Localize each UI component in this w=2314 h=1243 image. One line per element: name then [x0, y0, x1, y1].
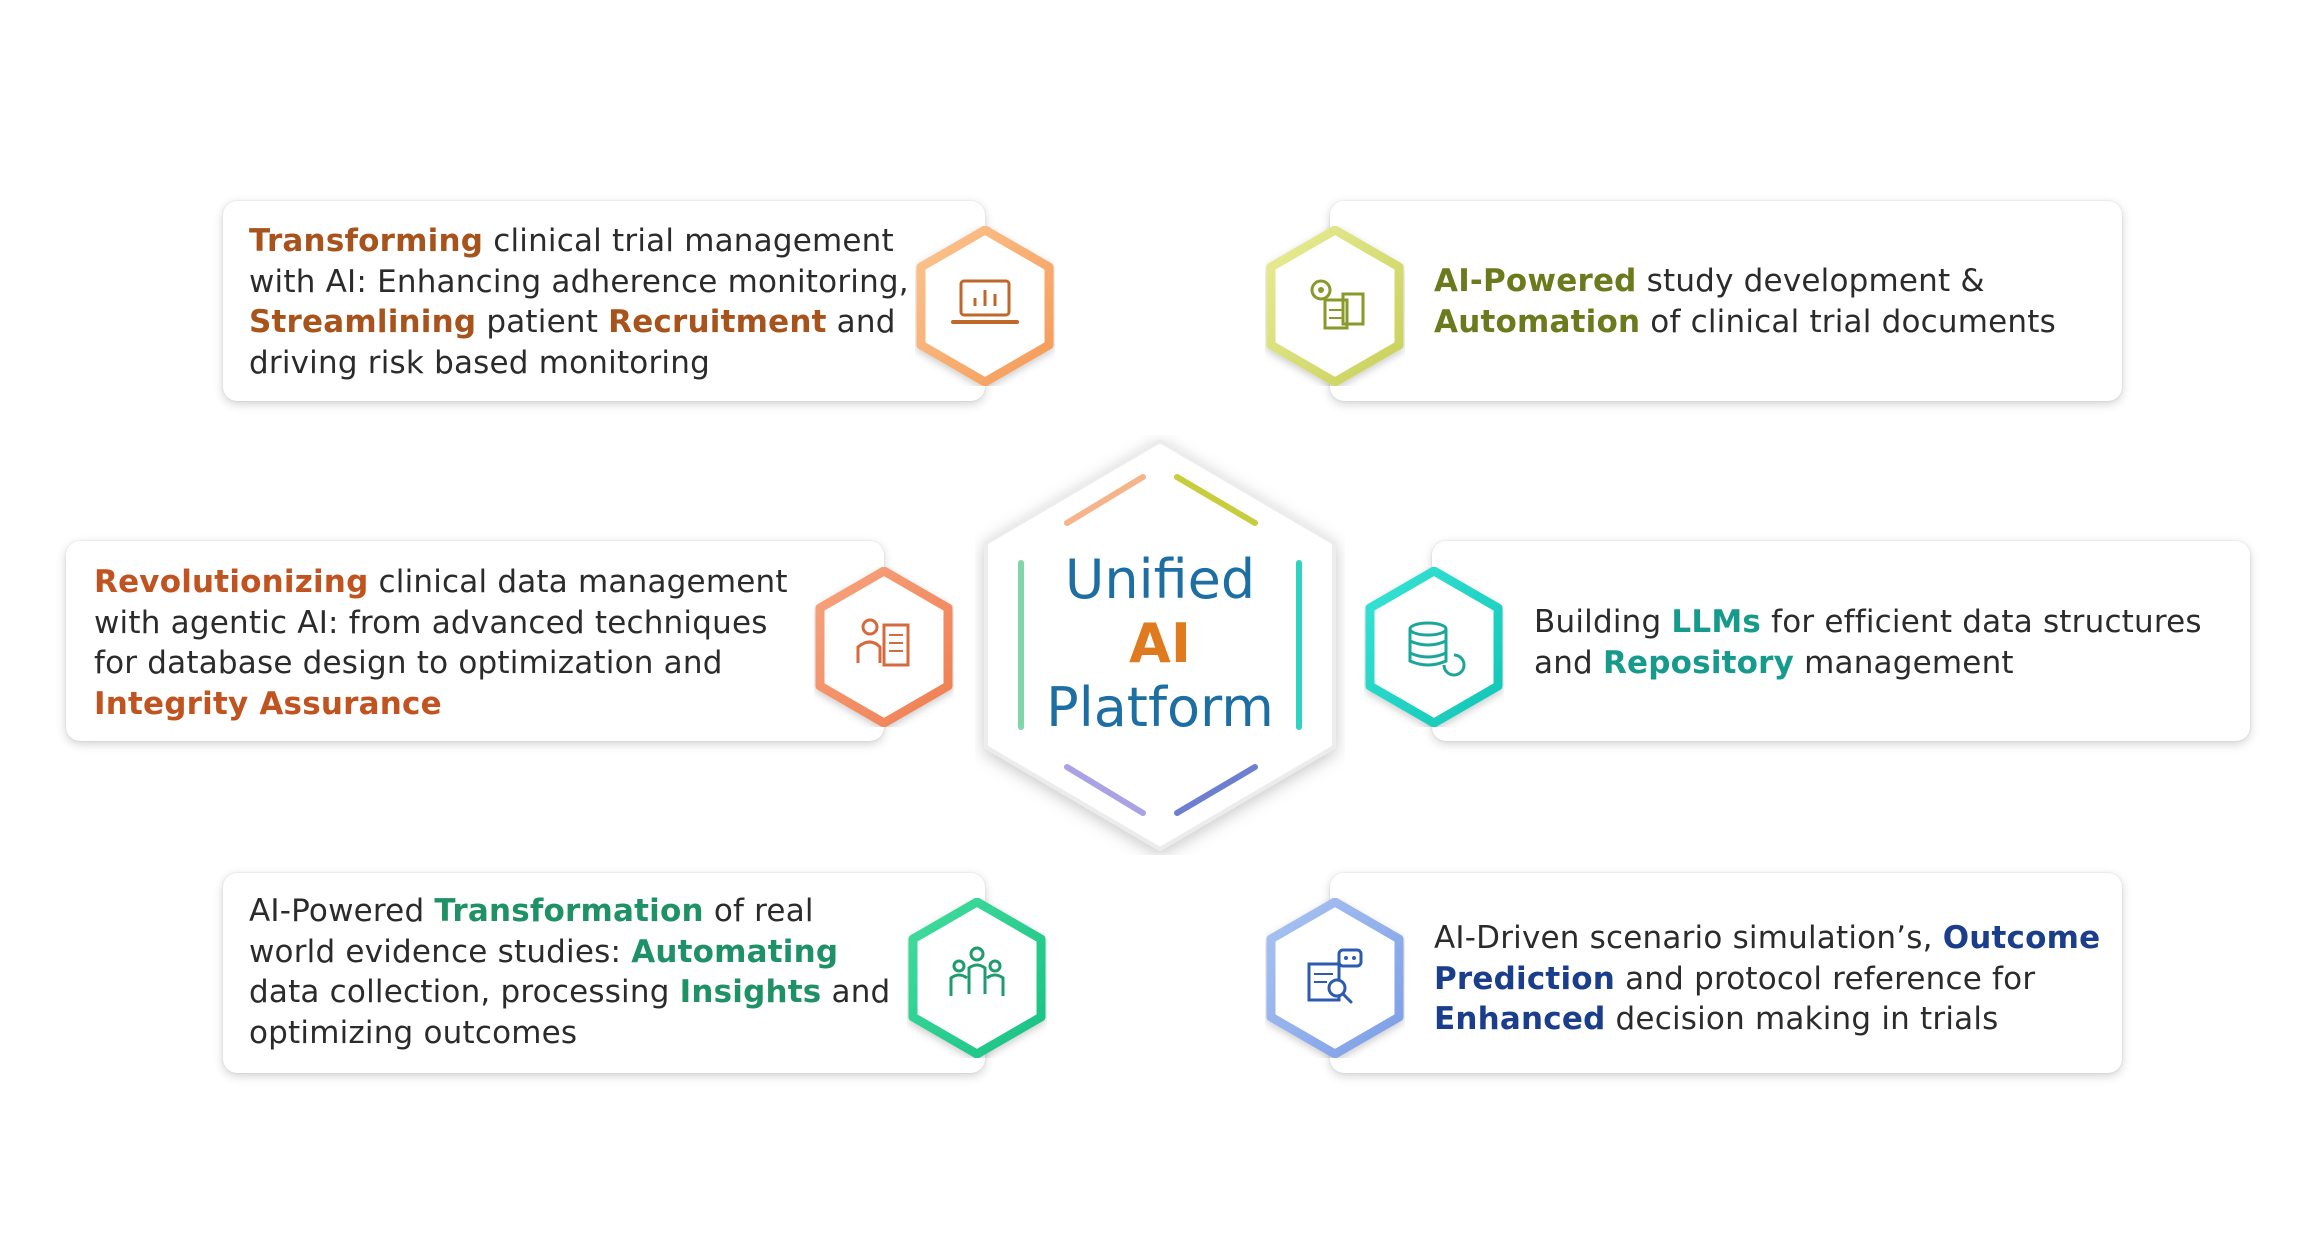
card-middle-right-text: Building LLMs for efficient data structu… — [1534, 602, 2234, 683]
laptop-chart-icon — [915, 226, 1055, 386]
body-text: study development & — [1636, 263, 1985, 299]
body-text: of real world evidence studies: — [249, 893, 814, 970]
card-bottom-left: AI-Powered Transformation of real world … — [223, 873, 985, 1073]
people-group-icon — [907, 898, 1047, 1058]
body-text: clinical data management with agentic AI… — [94, 564, 788, 681]
body-text: and optimizing outcomes — [249, 974, 891, 1051]
body-text: management — [1794, 644, 2014, 681]
person-checklist-icon — [814, 567, 954, 727]
highlight-term: Enhanced — [1434, 1001, 1606, 1037]
body-text: for efficient data structures and — [1534, 604, 2202, 681]
highlight-term: Recruitment — [608, 304, 827, 340]
body-text: patient — [476, 304, 609, 340]
card-top-right-text: AI-Powered study development & Automatio… — [1434, 261, 2114, 342]
center-title-line2: AI — [1129, 612, 1191, 675]
card-middle-left-text: Revolutionizing clinical data management… — [94, 562, 814, 724]
highlight-term: Integrity Assurance — [94, 685, 442, 722]
highlight-term: Revolutionizing — [94, 564, 369, 600]
database-refresh-icon — [1364, 567, 1504, 727]
highlight-term: LLMs — [1671, 604, 1762, 640]
highlight-term: Automation — [1434, 303, 1641, 340]
highlight-term: Insights — [679, 974, 822, 1010]
highlight-term: Automating — [631, 933, 839, 970]
card-bottom-left-text: AI-Powered Transformation of real world … — [249, 891, 909, 1053]
highlight-term: AI-Powered — [1434, 263, 1637, 299]
body-text: data collection, processing — [249, 974, 680, 1010]
center-title-line3: Platform — [1046, 676, 1274, 739]
body-text: Building — [1534, 604, 1672, 640]
center-title-line1: Unified — [1064, 548, 1256, 611]
body-text: of clinical trial documents — [1640, 303, 2056, 340]
highlight-term: Repository — [1602, 644, 1795, 681]
card-top-right: AI-Powered study development & Automatio… — [1330, 201, 2122, 401]
highlight-term: Transformation — [434, 893, 704, 929]
highlight-term: Streamlining — [249, 304, 477, 340]
card-middle-right: Building LLMs for efficient data structu… — [1432, 541, 2250, 741]
body-text: and driving risk based monitoring — [249, 304, 896, 381]
central-hexagon: Unified AI Platform — [975, 435, 1345, 855]
robot-document-search-icon — [1265, 898, 1405, 1058]
card-bottom-right: AI-Driven scenario simulation’s, Outcome… — [1330, 873, 2122, 1073]
body-text: AI-Powered — [249, 893, 435, 929]
body-text: decision making in trials — [1605, 1001, 1999, 1037]
card-bottom-right-text: AI-Driven scenario simulation’s, Outcome… — [1434, 918, 2114, 1040]
highlight-term: Transforming — [249, 223, 484, 259]
body-text: AI-Driven scenario simulation’s, — [1434, 920, 1943, 956]
gear-documents-icon — [1265, 226, 1405, 386]
center-title: Unified AI Platform — [975, 548, 1345, 740]
highlight-term: Outcome Prediction — [1434, 920, 2101, 997]
body-text: clinical trial management with AI: Enhan… — [249, 223, 909, 300]
body-text: and protocol reference for — [1615, 960, 2036, 997]
card-top-left: Transforming clinical trial management w… — [223, 201, 985, 401]
card-middle-left: Revolutionizing clinical data management… — [66, 541, 884, 741]
card-top-left-text: Transforming clinical trial management w… — [249, 221, 909, 383]
